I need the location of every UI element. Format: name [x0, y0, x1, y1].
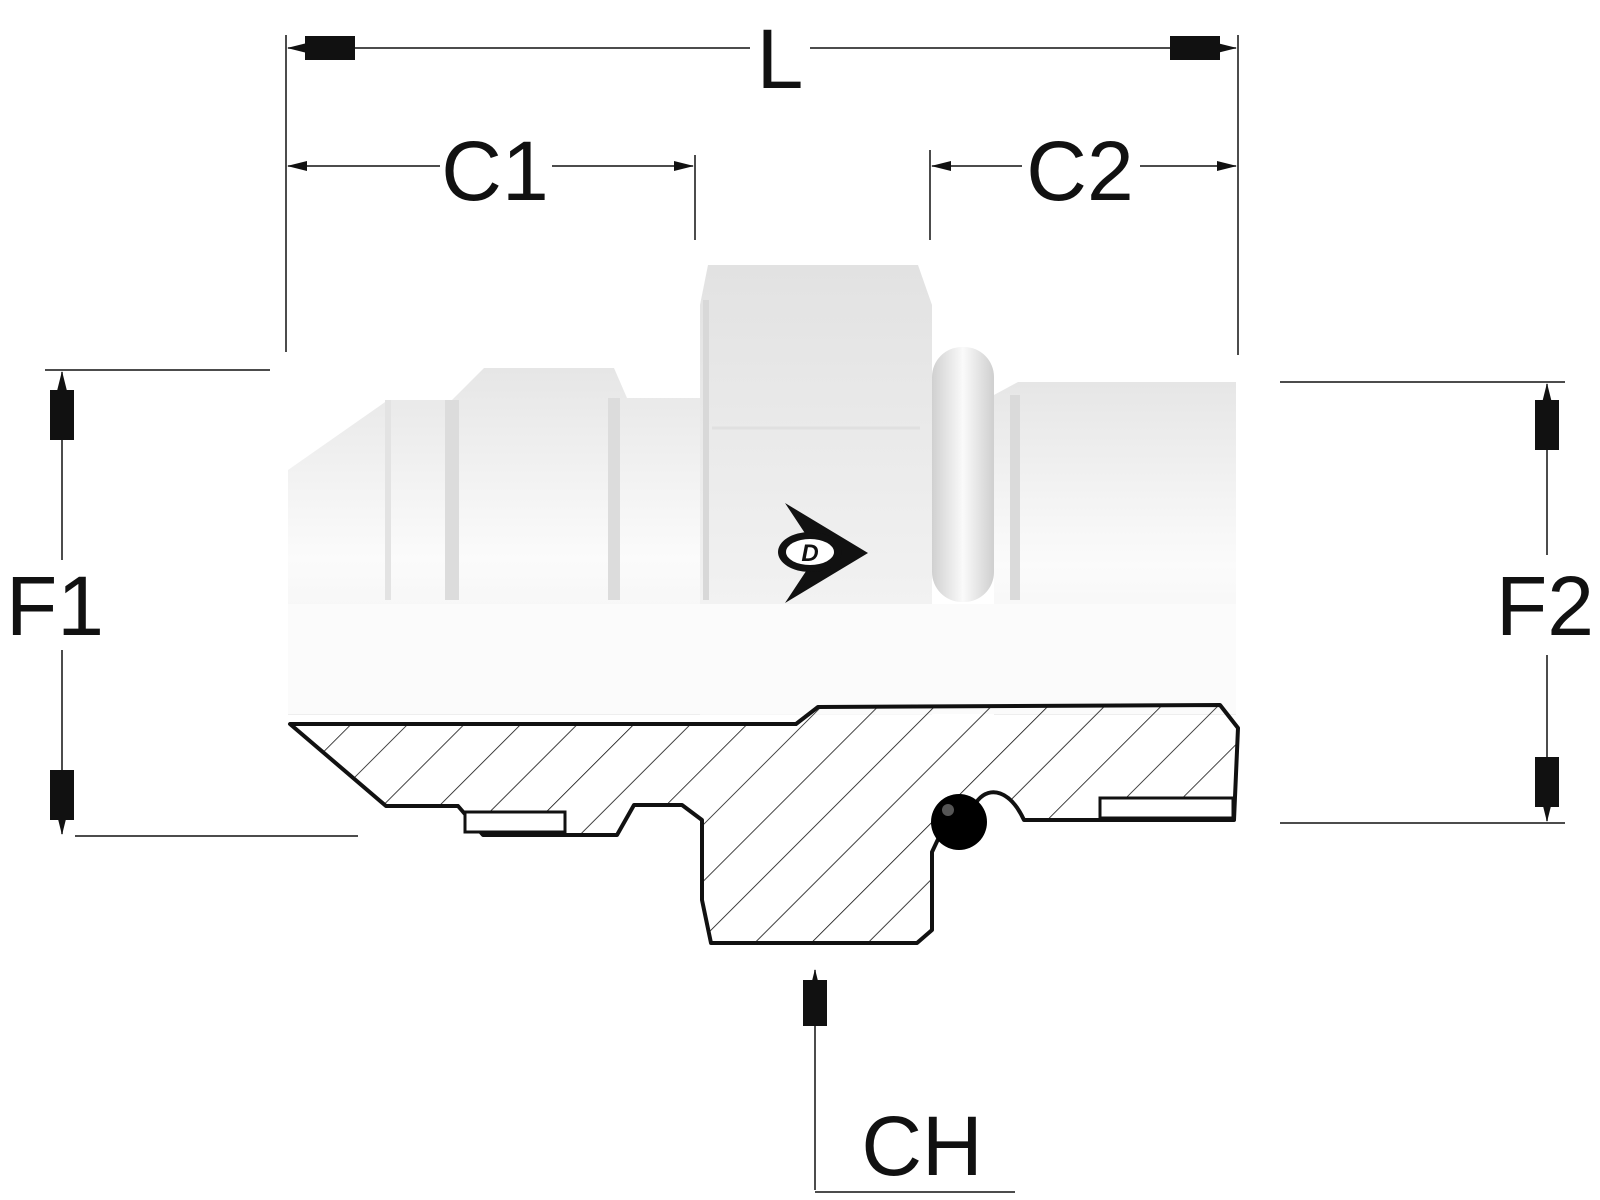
hatched-section: [288, 703, 1240, 945]
dimension-C2: C2: [929, 124, 1237, 240]
label-C2: C2: [1026, 124, 1133, 218]
left-thread-relief: [463, 810, 567, 834]
label-C1: C1: [441, 124, 548, 218]
dimension-L: L: [285, 12, 1239, 355]
label-F1: F1: [6, 559, 104, 653]
o-ring-exterior: [932, 347, 994, 602]
dimension-F2: F2: [1280, 381, 1594, 824]
dimension-F1: F1: [6, 369, 358, 837]
label-F2: F2: [1496, 559, 1594, 653]
label-L: L: [757, 12, 804, 106]
hex-nut: [700, 265, 932, 715]
dimension-C1: C1: [287, 124, 696, 240]
logo-letter: D: [801, 540, 818, 567]
section-view: [288, 703, 1240, 945]
dimension-CH: CH: [803, 969, 1015, 1193]
fitting-body: [288, 265, 1236, 715]
label-CH: CH: [861, 1099, 982, 1193]
o-ring-section: [931, 794, 987, 850]
dunlop-d-arrow-icon: D: [778, 503, 868, 603]
right-thread-relief: [1098, 796, 1235, 820]
